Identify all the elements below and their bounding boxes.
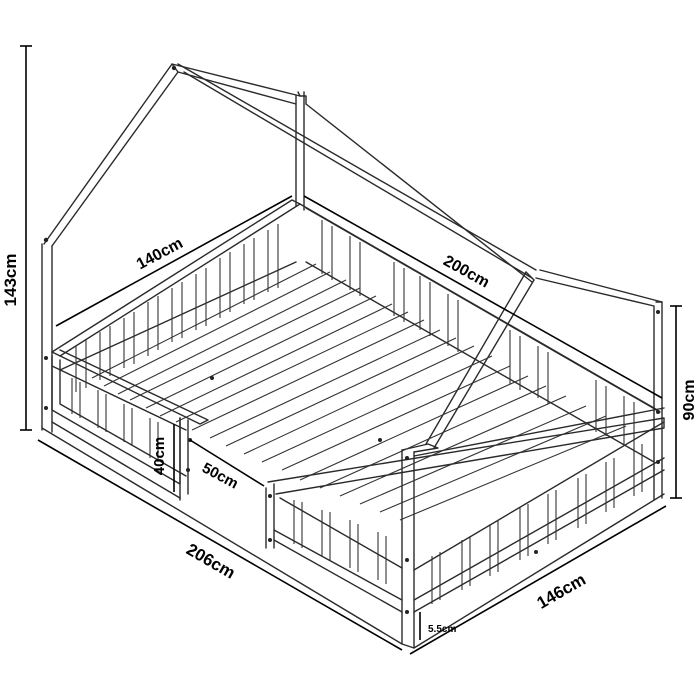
dimension-lines [20,45,682,655]
dim-140cm-label: 140cm [134,235,186,273]
dim-200cm-label: 200cm [440,253,492,292]
dim-5-5cm-label: 5.5cm [428,624,456,635]
side-fence-slats [321,220,635,452]
dim-206cm-label: 206cm [183,540,238,583]
back-fence-slats [75,224,279,392]
bed-frame [41,199,665,649]
dim-90cm-label: 90cm [681,380,698,421]
dim-146cm-label: 146cm [534,570,589,613]
base-slats [91,263,627,521]
screw-dots [43,65,660,614]
dim-143cm-label: 143cm [1,254,20,307]
dim-50cm-label: 50cm [199,460,241,493]
front-fence-slats [71,378,643,604]
dim-40cm-label: 40cm [151,437,168,475]
